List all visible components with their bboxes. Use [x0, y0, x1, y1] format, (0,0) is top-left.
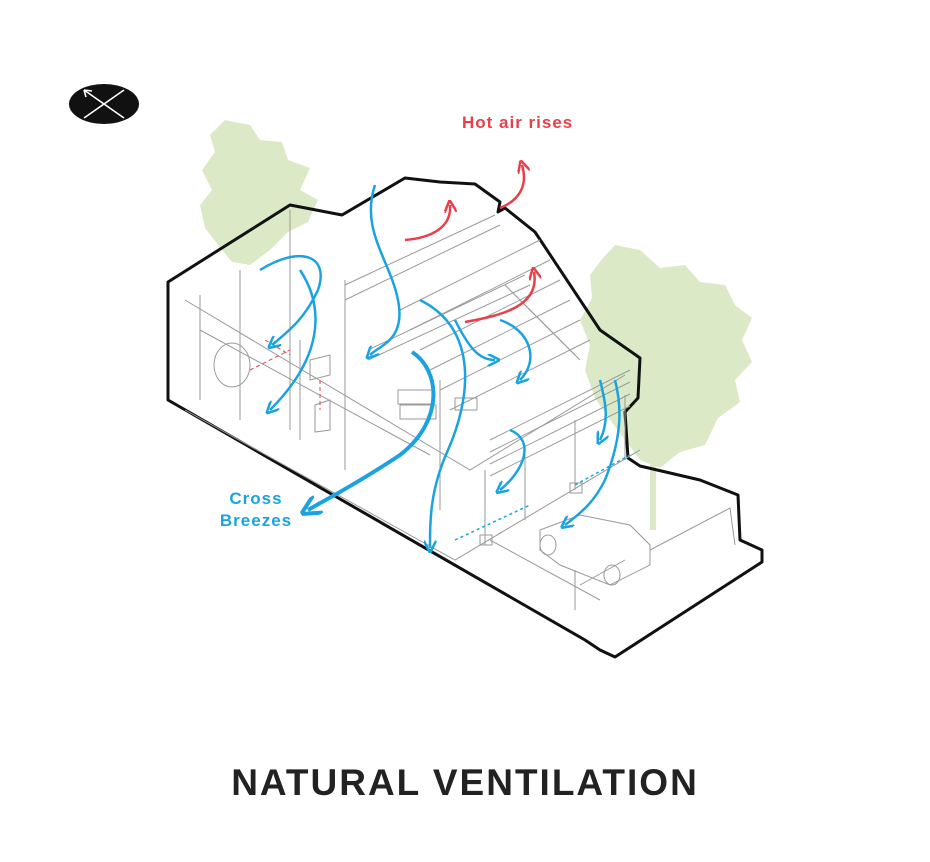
north-arrow-icon [69, 84, 139, 124]
cross-breezes-line2: Breezes [206, 510, 306, 532]
hot-air-arrows [405, 165, 535, 322]
cross-breezes-label: Cross Breezes [206, 488, 306, 532]
tree-right [580, 245, 752, 530]
cross-breezes-line1: Cross [206, 488, 306, 510]
tree-left [200, 120, 318, 265]
page-title: NATURAL VENTILATION [0, 762, 930, 804]
hot-air-label: Hot air rises [462, 113, 573, 133]
breeze-dash-lines [455, 455, 630, 540]
